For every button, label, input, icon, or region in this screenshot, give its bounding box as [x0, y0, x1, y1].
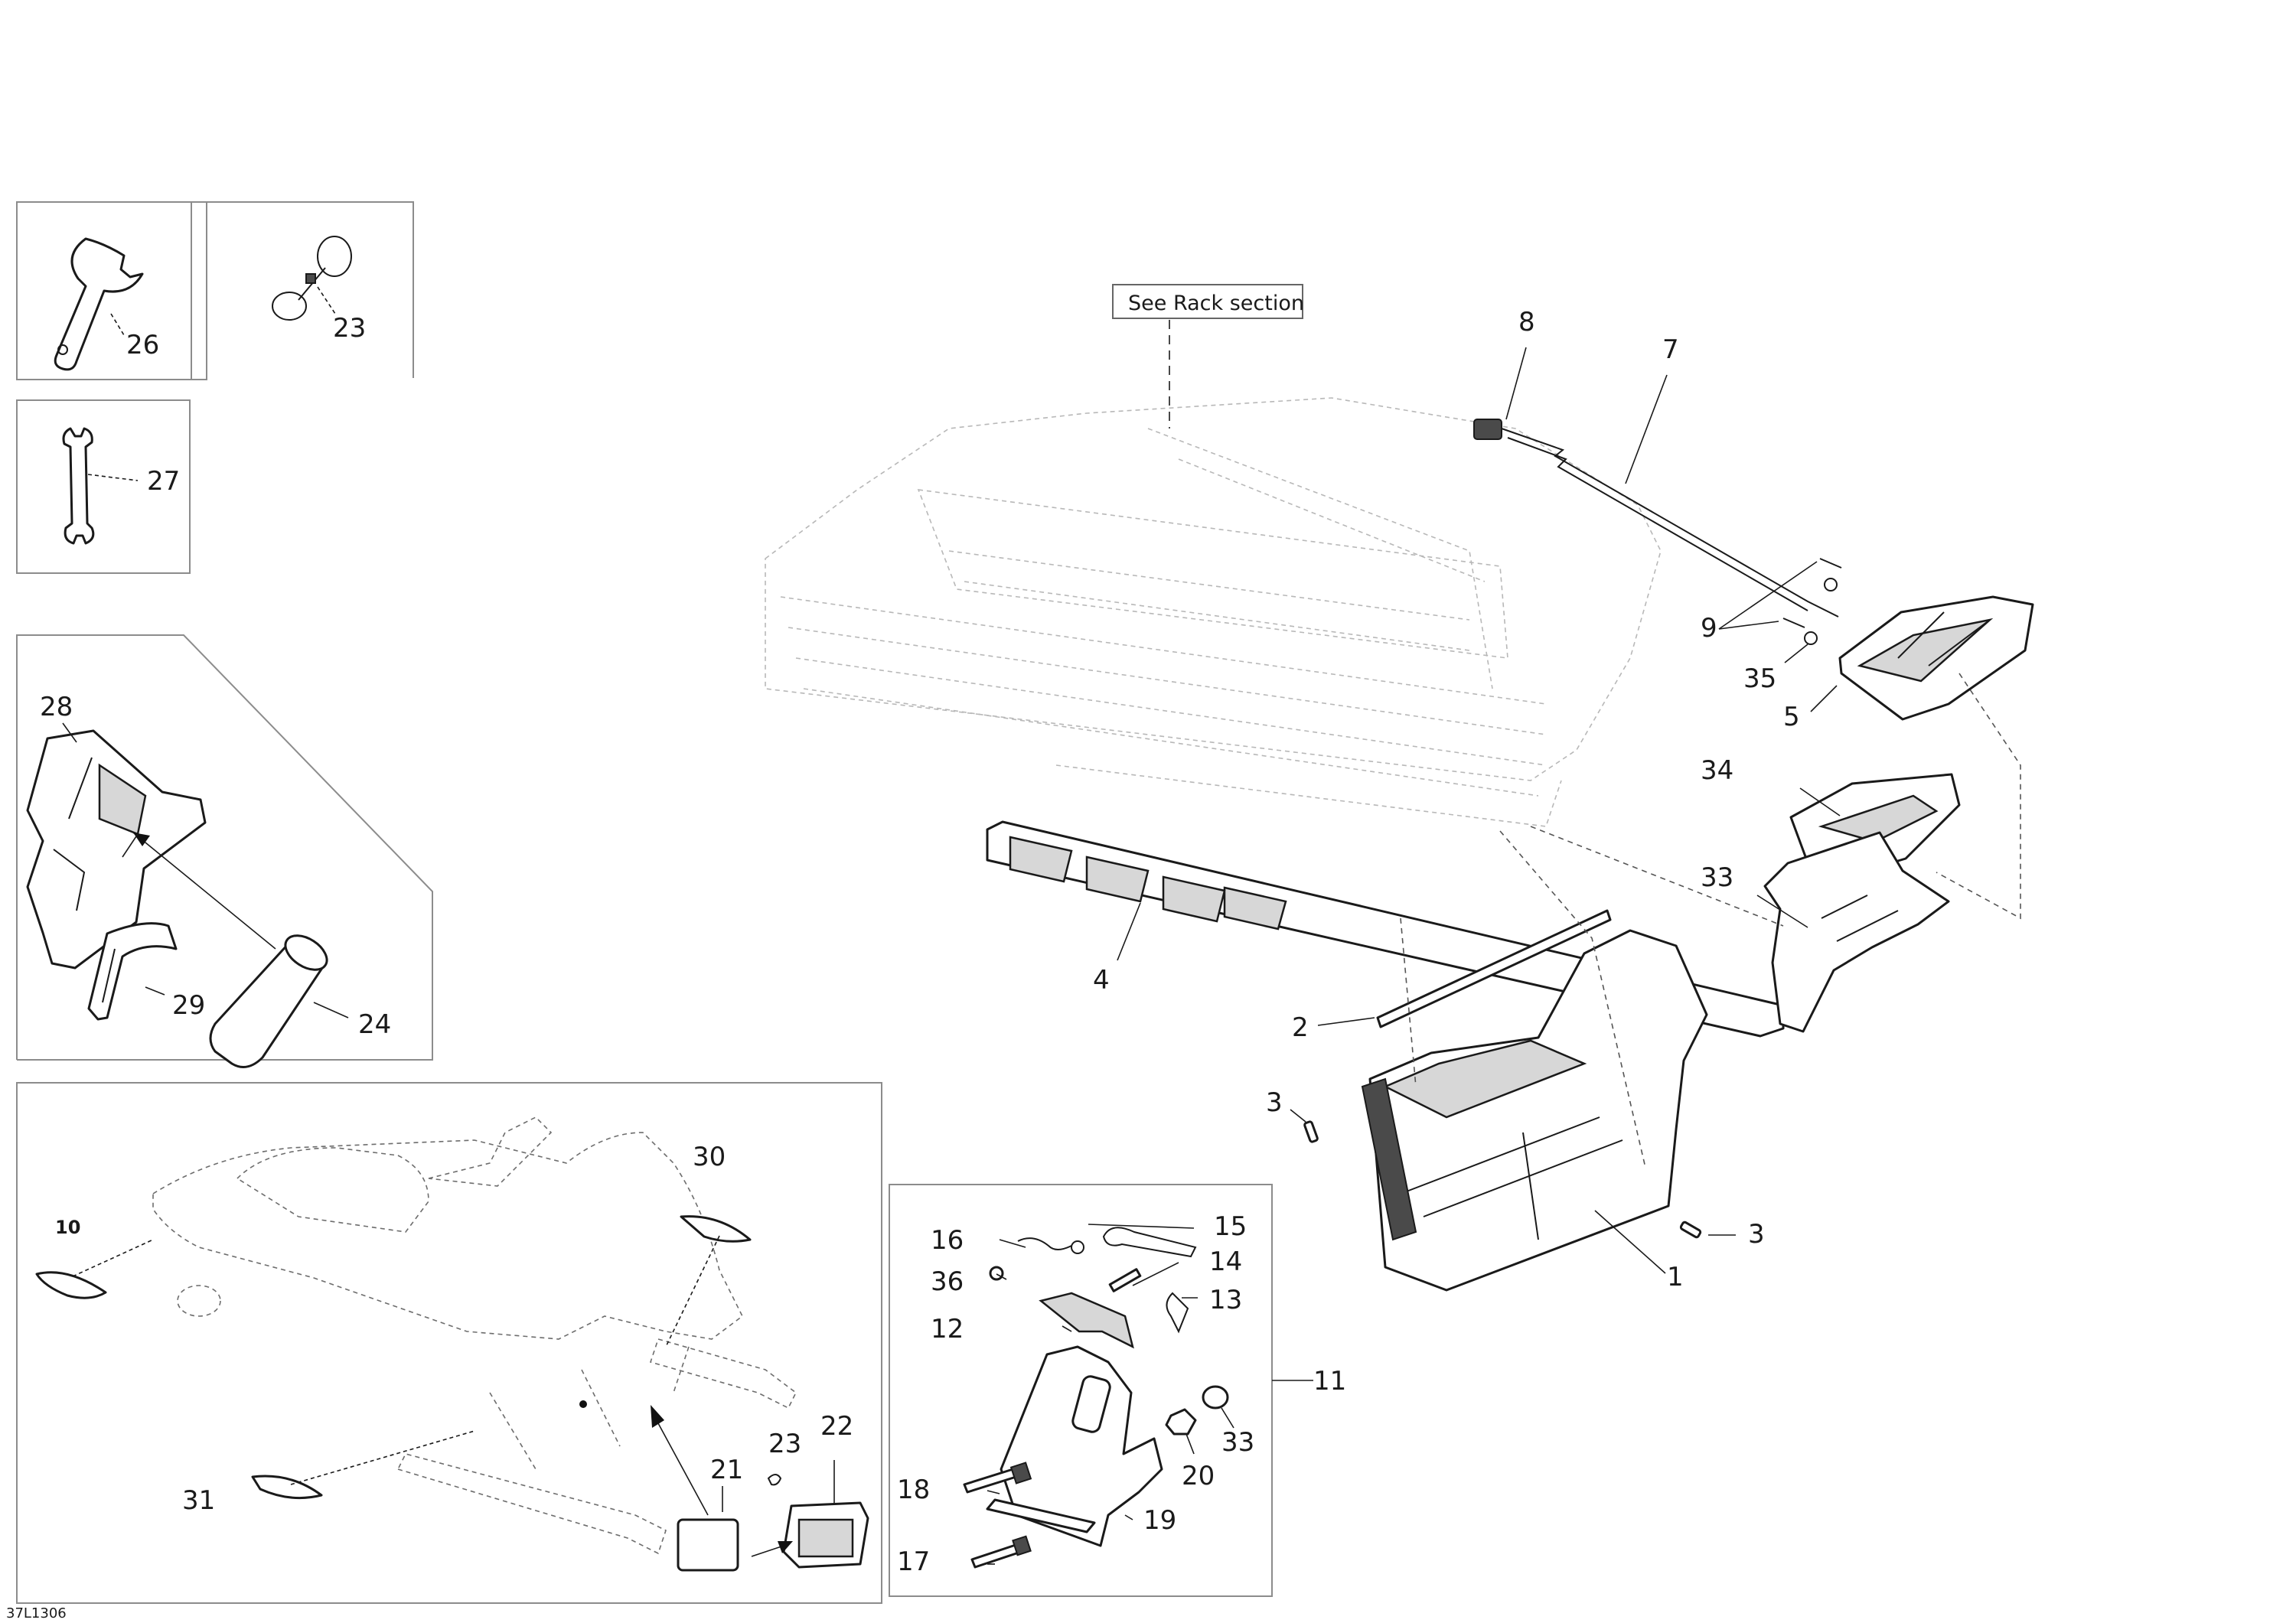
callout-34: 34 — [1701, 755, 1733, 786]
plate-holder-icon — [782, 1501, 869, 1569]
callout-9: 9 — [1701, 613, 1717, 644]
callout-15: 15 — [1214, 1211, 1247, 1242]
callout-31: 31 — [182, 1485, 215, 1516]
callout-10: 10 — [55, 1217, 80, 1238]
bracket-34-33: 34 33 — [1701, 755, 1961, 1033]
bolt-17-icon — [970, 1535, 1032, 1569]
nut-36-icon — [989, 1266, 1004, 1281]
callout-35: 35 — [1743, 663, 1776, 694]
callout-3-left: 3 — [1266, 1087, 1283, 1118]
callout-33: 33 — [1701, 862, 1733, 893]
callout-27: 27 — [147, 466, 180, 497]
callout-13: 13 — [1209, 1285, 1242, 1315]
callout-7: 7 — [1662, 334, 1679, 365]
callout-16: 16 — [931, 1225, 964, 1256]
callout-36: 36 — [931, 1266, 964, 1297]
strap-icon — [87, 922, 178, 1021]
hitch-bracket-icon — [986, 1292, 1163, 1547]
spring-icon — [1166, 1292, 1189, 1334]
hitch-box: 15 16 36 14 13 12 11 33 20 18 19 17 — [889, 1184, 1346, 1597]
callout-32: 33 — [1221, 1427, 1254, 1458]
callout-21: 21 — [710, 1455, 743, 1485]
callout-29: 29 — [172, 990, 205, 1021]
decal-31-icon — [251, 1475, 323, 1500]
figure-id: 37L1306 — [6, 1605, 67, 1621]
rack-ghost: See Rack section — [765, 284, 1662, 827]
callout-23: 23 — [768, 1429, 801, 1459]
callout-4: 4 — [1093, 965, 1110, 996]
pin-3-left-icon — [1303, 1120, 1319, 1143]
decal-10-icon — [35, 1271, 107, 1299]
callout-19: 19 — [1143, 1505, 1176, 1536]
nut-35-icon — [1804, 631, 1818, 645]
callout-24: 23 — [333, 313, 366, 344]
decal-30-icon — [680, 1215, 752, 1243]
pin-3-right-icon — [1679, 1221, 1702, 1239]
snowmobile-box: 10 30 31 21 23 22 — [16, 1082, 882, 1604]
callout-3-right: 3 — [1748, 1219, 1765, 1250]
bolt-18-icon — [963, 1462, 1032, 1494]
callout-22: 22 — [820, 1411, 853, 1442]
snow-flap-icon — [1361, 929, 1708, 1292]
callout-25: 24 — [358, 1009, 391, 1040]
snow-flap: 2 3 3 1 — [1266, 826, 1784, 1292]
hitch-pin-icon — [1017, 1227, 1197, 1258]
callout-18: 18 — [897, 1475, 930, 1505]
taillight: 9 35 5 — [1701, 558, 2034, 920]
accessory-box-28: 28 29 24 — [16, 634, 433, 1068]
wiring-harness-icon — [1473, 419, 1839, 618]
tool-box-24: 23 — [191, 201, 414, 380]
harness: 8 7 — [1473, 307, 1839, 618]
callout-1: 1 — [1667, 1262, 1684, 1292]
callout-30: 30 — [693, 1142, 726, 1172]
strip-2-icon — [1376, 909, 1612, 1028]
spanner-wrench-icon — [54, 237, 144, 371]
callout-17: 17 — [897, 1546, 930, 1577]
callout-11: 11 — [1313, 1366, 1346, 1396]
callout-5: 5 — [1783, 702, 1800, 732]
callout-2: 2 — [1292, 1012, 1309, 1043]
rack-note: See Rack section — [1128, 292, 1304, 315]
nut-20-icon — [1165, 1408, 1197, 1436]
callout-26: 26 — [126, 330, 159, 360]
callout-20: 20 — [1182, 1461, 1215, 1491]
snowmobile-icon — [152, 1116, 797, 1555]
plate-icon — [677, 1518, 739, 1572]
wrench-icon — [62, 427, 95, 545]
pin-14-icon — [1108, 1268, 1142, 1292]
tool-box-27: 27 — [16, 399, 191, 574]
screw-9-icon — [1782, 558, 1842, 628]
tool-box-26: 26 — [16, 201, 207, 380]
callout-28: 28 — [40, 692, 73, 722]
fuse-icon — [272, 236, 352, 321]
callout-12: 12 — [931, 1314, 964, 1344]
bottle-icon — [209, 934, 328, 1068]
callout-14: 14 — [1209, 1247, 1242, 1277]
taillight-icon — [1838, 595, 2034, 721]
bushing-32-icon — [1202, 1385, 1229, 1410]
clip-icon — [767, 1474, 782, 1486]
washer-icon — [1824, 578, 1838, 592]
rack-note-box — [1112, 284, 1303, 319]
callout-8: 8 — [1518, 307, 1535, 337]
rack-icon — [765, 397, 1662, 827]
